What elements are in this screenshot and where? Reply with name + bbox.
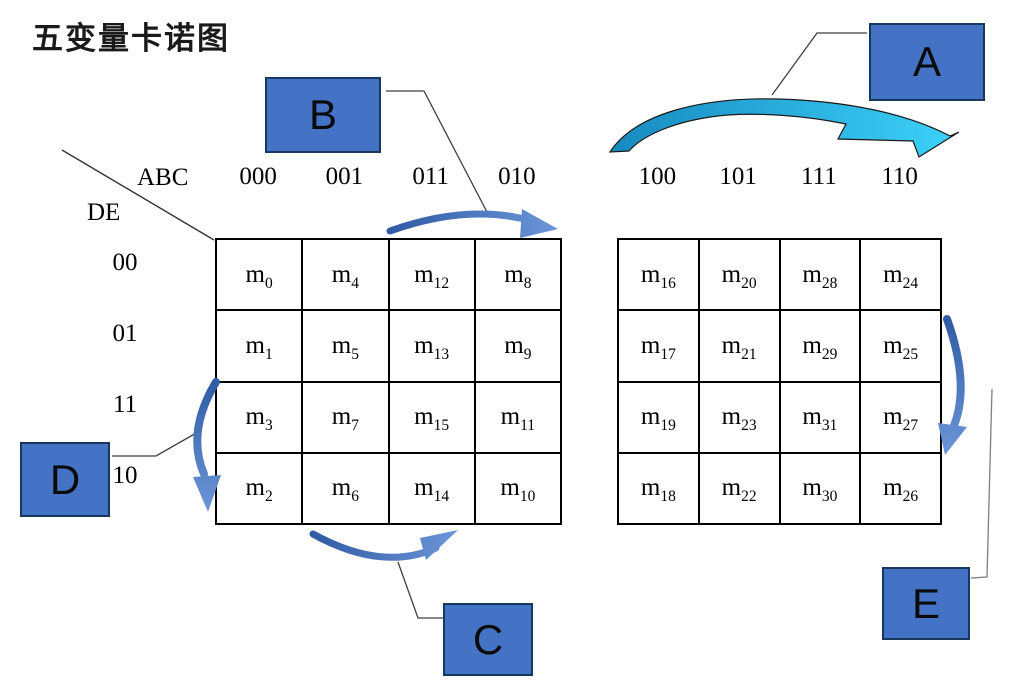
label-box-c: C [443, 603, 533, 676]
minterm-cell: m21 [698, 310, 780, 382]
label-box-b-text: B [308, 91, 337, 138]
col-label: 110 [881, 163, 918, 190]
minterm-cell: m16 [618, 239, 699, 311]
callout-line-b [386, 90, 488, 213]
wrap-around-arrow-a [608, 98, 960, 158]
minterm-cell: m8 [474, 239, 561, 311]
col-label: 011 [412, 163, 449, 190]
minterm-cell: m5 [302, 310, 389, 382]
col-label: 100 [638, 163, 677, 190]
minterm-cell: m15 [388, 381, 475, 453]
label-box-e: E [882, 567, 970, 640]
row-variables-label: DE [87, 199, 121, 226]
minterm-cell: m25 [860, 310, 941, 382]
minterm-cell: m0 [216, 239, 303, 311]
minterm-cell: m27 [860, 381, 941, 453]
callout-line-e [970, 388, 993, 579]
row-label: 01 [112, 319, 138, 347]
label-box-b: B [265, 77, 381, 153]
minterm-cell: m9 [474, 310, 561, 382]
minterm-cell: m29 [779, 310, 861, 382]
minterm-cell: m30 [779, 452, 861, 524]
minterm-cell: m11 [474, 381, 561, 453]
callout-line-a [771, 32, 867, 96]
label-box-c-text: C [472, 615, 504, 663]
minterm-cell: m17 [618, 310, 699, 382]
minterm-cell: m19 [618, 381, 699, 453]
minterm-cell: m3 [216, 381, 303, 453]
minterm-cell: m4 [302, 239, 389, 311]
minterm-cell: m14 [388, 452, 475, 524]
right-map-column-labels: 100 101 111 110 [617, 162, 940, 192]
col-label: 101 [719, 163, 757, 190]
col-label: 111 [801, 163, 837, 190]
minterm-cell: m20 [698, 239, 780, 311]
adjacency-arrow-b-head [520, 209, 558, 238]
row-label: 00 [112, 248, 138, 276]
adjacency-arrow-b-body [386, 210, 536, 235]
minterm-cell: m7 [302, 381, 389, 453]
adjacency-arrow-c-body [309, 530, 440, 561]
minterm-cell: m31 [779, 381, 861, 453]
minterm-cell: m1 [216, 310, 303, 382]
minterm-cell: m18 [618, 452, 699, 524]
minterm-cell: m2 [216, 452, 303, 524]
adjacency-arrow-e-head [938, 423, 967, 455]
col-label: 010 [498, 163, 536, 190]
minterm-cell: m22 [698, 452, 780, 524]
page-title: 五变量卡诺图 [32, 21, 230, 56]
row-labels: 00 01 11 10 [95, 227, 155, 512]
minterm-cell: m28 [779, 239, 861, 311]
row-label: 11 [112, 391, 138, 419]
callout-line-c [397, 561, 443, 619]
adjacency-arrow-e-body [943, 315, 965, 432]
row-label: 10 [112, 462, 138, 490]
minterm-cell: m6 [302, 452, 389, 524]
label-box-a-text: A [912, 38, 941, 85]
minterm-cell: m24 [860, 239, 941, 311]
minterm-cell: m23 [698, 381, 780, 453]
label-box-e-text: E [911, 579, 940, 627]
label-box-a: A [869, 23, 985, 101]
adjacency-arrow-c-head [420, 530, 458, 560]
minterm-cell: m12 [388, 239, 475, 311]
adjacency-arrow-d-body [193, 378, 220, 478]
label-box-d-text: D [49, 455, 81, 503]
col-label: 000 [239, 163, 277, 190]
minterm-cell: m10 [474, 452, 561, 524]
label-box-d: D [20, 442, 110, 517]
minterm-cell: m13 [388, 310, 475, 382]
minterm-cell: m26 [860, 452, 941, 524]
col-label: 001 [325, 163, 364, 190]
column-variables-label: ABC [137, 164, 189, 191]
left-map-column-labels: 000 001 011 010 [215, 162, 560, 192]
